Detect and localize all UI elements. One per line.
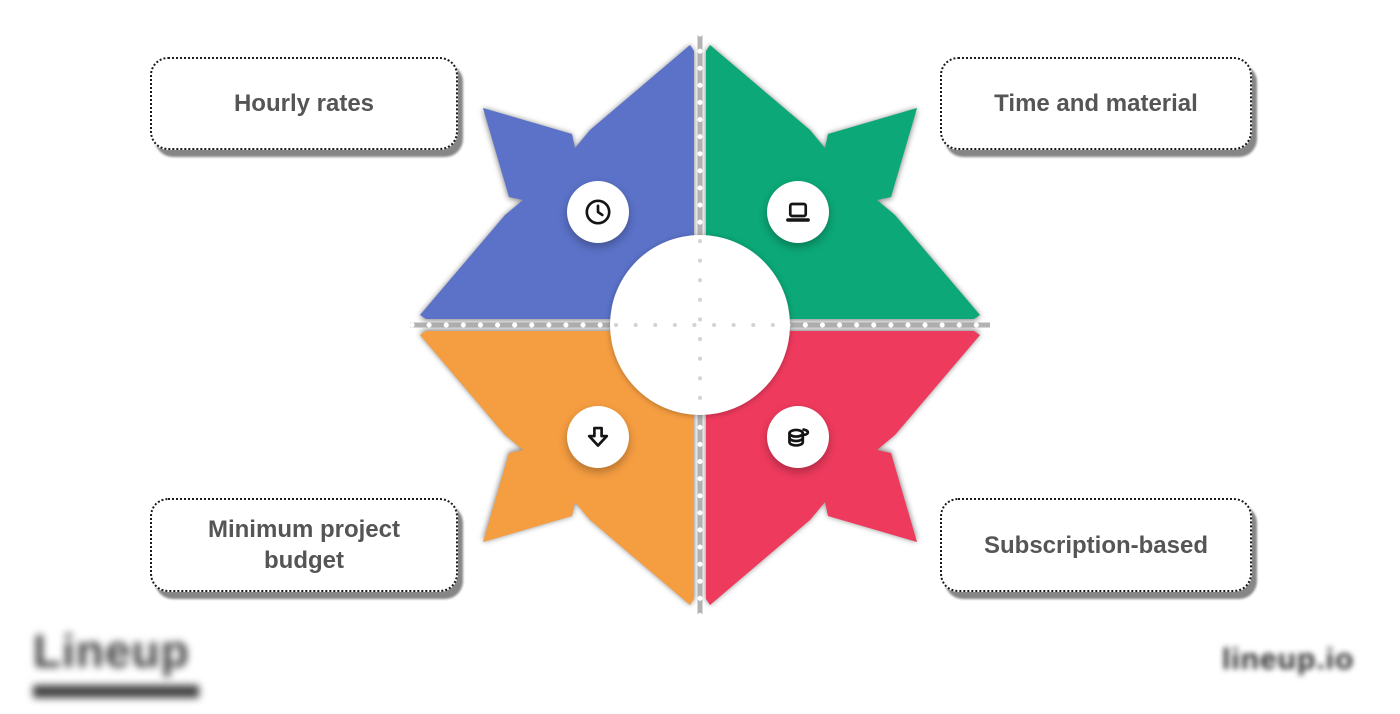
label-minimum-project-budget-text: Minimum project budget	[207, 516, 400, 574]
label-time-and-material-text: Time and material	[994, 90, 1198, 117]
label-subscription-based-text: Subscription-based	[983, 531, 1209, 559]
label-subscription-based: Subscription-based	[940, 498, 1252, 592]
label-time-and-material: Time and material	[940, 57, 1252, 150]
arrow-down-icon	[567, 406, 629, 468]
label-hourly-rates: Hourly rates	[150, 57, 458, 150]
laptop-icon	[767, 181, 829, 243]
label-hourly-rates-text: Hourly rates	[233, 90, 375, 117]
clock-icon	[567, 181, 629, 243]
coins-icon	[767, 406, 829, 468]
center-circle	[610, 235, 790, 415]
arrow-diagram	[410, 35, 990, 615]
logo-lineup: Lineup	[33, 624, 199, 698]
watermark-text: lineup.io	[1222, 643, 1355, 676]
logo-underline-bar	[33, 685, 199, 698]
label-minimum-project-budget: Minimum project budget	[150, 498, 458, 592]
logo-text: Lineup	[33, 625, 190, 677]
